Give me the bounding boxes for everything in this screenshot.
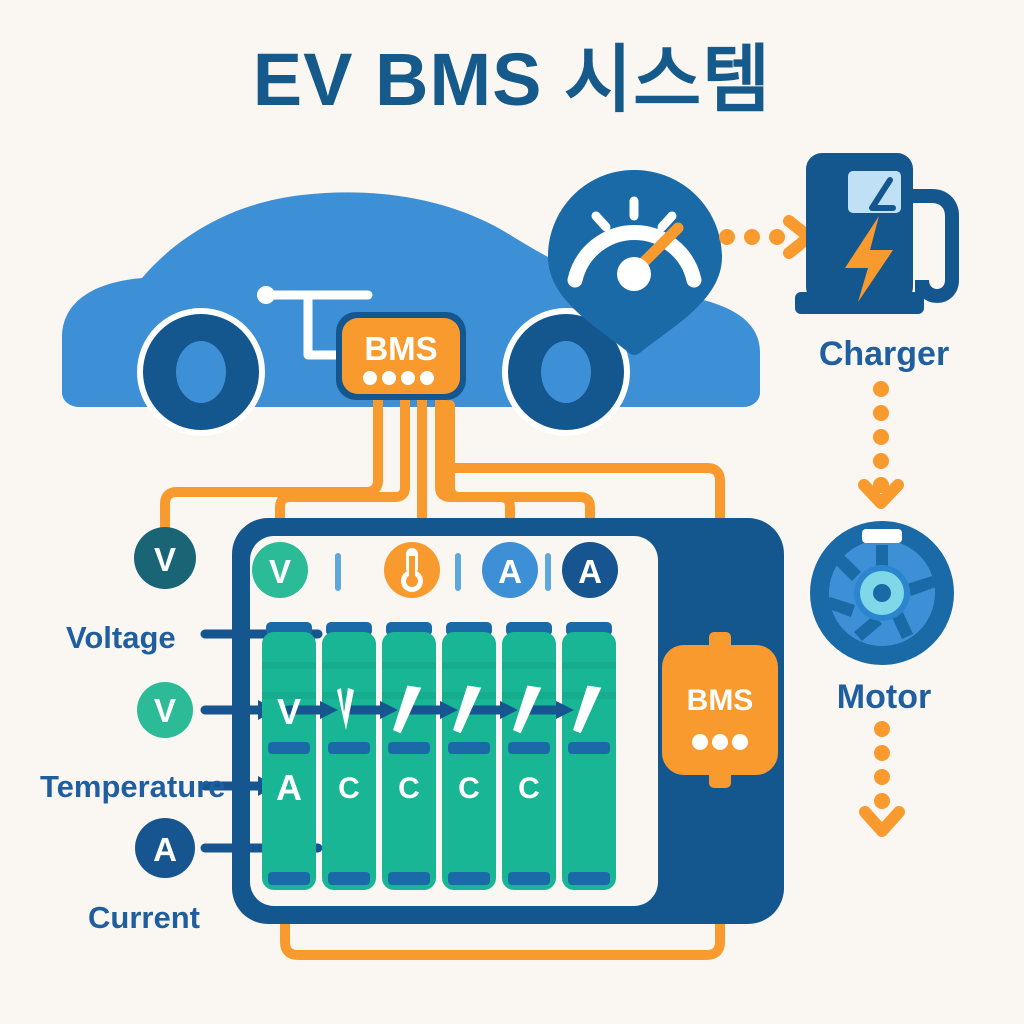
battery-cell-3 [382,622,436,890]
cell-1-top-mark: V [277,691,301,732]
pack-bms-module[interactable] [662,632,778,788]
vehicle-bms-label: BMS [364,330,437,367]
speedometer-gauge-icon [548,170,722,355]
flow-motor-downward-icon [859,721,905,837]
cell-chain-arrows [283,701,574,719]
bms-wire-harness [160,395,725,960]
cell-4-bottom-mark: C [458,772,480,805]
flow-charger-to-motor-icon [858,381,904,509]
legend-badge-voltage-text: V [154,541,176,578]
sensor-badge-voltage[interactable] [252,542,308,598]
legend-label-temperature: Temperature [40,769,226,804]
legend-label-current: Current [88,900,200,935]
legend-badge-temperature-text: V [154,692,176,729]
electric-motor-icon [810,521,954,665]
charging-station-icon [795,153,959,314]
legend-badge-current-text: A [153,831,177,868]
sensor-badge-current-b[interactable] [562,542,618,598]
legend-badge-voltage[interactable] [134,527,196,589]
legend-label-voltage: Voltage [66,620,176,655]
charger-label: Charger [819,335,949,373]
battery-cell-6 [562,622,616,890]
thermometer-icon [401,548,423,592]
sensor-badge-current-a[interactable] [482,542,538,598]
lightning-bolt-icon [845,216,893,302]
page-title: EV BMS 시스템 [253,38,772,121]
cell-1-bottom-mark: A [276,767,302,808]
cell-3-bottom-mark: C [398,772,420,805]
pack-bms-label: BMS [687,684,754,717]
sensor-badge-voltage-text: V [269,553,291,590]
legend-badge-temperature[interactable] [137,682,193,738]
battery-cell-4 [442,622,496,890]
battery-cells-group [262,622,616,890]
battery-cell-5 [502,622,556,890]
car-wheel-rear [502,308,630,436]
cell-2-bottom-mark: C [338,772,360,805]
motor-label: Motor [837,678,931,716]
car-internal-wiring [263,290,373,360]
legend-badge-current[interactable] [135,818,195,878]
vehicle-bms-module[interactable] [336,312,466,400]
cell-5-bottom-mark: C [518,772,540,805]
sensor-badge-current-b-text: A [578,553,602,590]
cell-top-marks [337,685,602,734]
car-wheel-front [137,308,265,436]
car-port-node [257,286,275,304]
sensor-tick-marks [335,553,551,591]
battery-cell-2 [322,622,376,890]
battery-cell-1 [262,622,316,890]
sensor-badge-current-a-text: A [498,553,522,590]
